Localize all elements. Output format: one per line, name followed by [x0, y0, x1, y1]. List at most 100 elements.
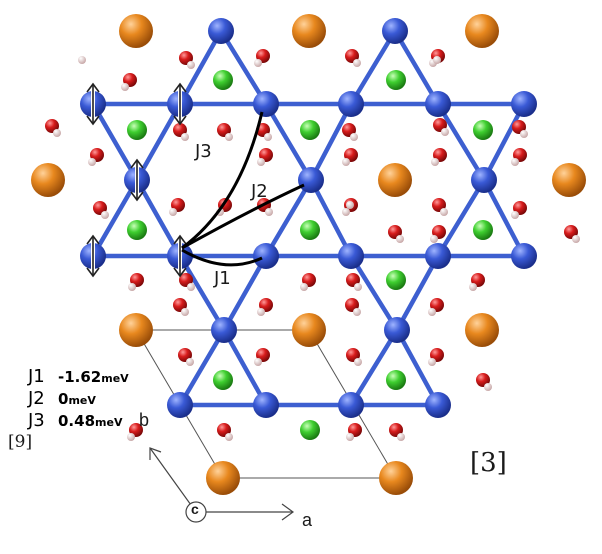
green-atom	[300, 220, 320, 240]
spin-arrow-head-up	[173, 82, 187, 93]
orange-atom	[465, 14, 499, 48]
hydrogen-atom	[128, 283, 136, 291]
water-molecule	[121, 73, 137, 91]
hydrogen-atom	[225, 133, 233, 141]
spin-arrow	[173, 234, 187, 278]
water-molecule	[257, 148, 273, 166]
water-molecule	[511, 201, 527, 219]
spin-arrow	[130, 158, 144, 202]
spin-arrow-head-up	[173, 234, 187, 245]
axis-b-arrowhead	[149, 447, 162, 460]
water-molecule	[388, 225, 404, 243]
hydrogen-atom	[511, 211, 519, 219]
water-molecule	[128, 273, 144, 291]
axis-a-arrowhead	[281, 503, 295, 521]
hydrogen-atom	[572, 235, 580, 243]
spin-arrow-head-down	[173, 115, 187, 126]
spin-arrow	[86, 82, 100, 126]
bond	[348, 28, 398, 107]
orange-atom	[31, 163, 65, 197]
blue-atom	[253, 392, 279, 418]
spin-arrow-head-up	[130, 158, 144, 169]
water-molecule	[300, 273, 316, 291]
axis-a-label: a	[302, 510, 313, 530]
water-molecule	[93, 201, 109, 219]
water-molecule	[217, 123, 233, 141]
orange-atom	[119, 313, 153, 347]
blue-atom	[253, 243, 279, 269]
orange-atom	[119, 14, 153, 48]
hydrogen-atom	[88, 158, 96, 166]
legend-j2-value: 0	[58, 390, 69, 408]
water-molecule	[433, 118, 449, 136]
hydrogen-atom	[397, 433, 405, 441]
water-molecule	[254, 348, 270, 366]
hydrogen-atom	[346, 201, 354, 209]
reference-3: [3]	[470, 448, 507, 478]
j3-exchange-path	[181, 111, 264, 250]
water-molecule	[179, 51, 195, 69]
hydrogen-atom	[181, 308, 189, 316]
exchange-paths	[181, 111, 305, 267]
hydrogen-atom	[187, 283, 195, 291]
hydrogen-atom	[346, 433, 354, 441]
legend-j1-value: -1.62	[58, 368, 102, 386]
bond	[435, 177, 487, 259]
green-atom	[127, 120, 147, 140]
hydrogen-atom	[101, 211, 109, 219]
green-atom	[213, 370, 233, 390]
hydrogen-atom	[440, 208, 448, 216]
water-molecule	[169, 198, 185, 216]
water-molecule	[428, 298, 444, 316]
bond	[134, 177, 183, 259]
orange-atom	[206, 461, 240, 495]
green-atom	[473, 220, 493, 240]
green-atom	[386, 70, 406, 90]
bond	[481, 177, 527, 259]
spin-arrow-head-down	[86, 267, 100, 278]
hydrogen-atom	[254, 358, 262, 366]
axis-b-label: b	[139, 410, 150, 430]
axis-b-arrow	[149, 447, 197, 513]
bond	[392, 28, 441, 107]
orange-atom	[552, 163, 586, 197]
legend-j2-unit: meV	[68, 394, 96, 407]
water-molecule	[389, 423, 405, 441]
blue-atom	[511, 91, 537, 117]
hydrogen-atom	[225, 433, 233, 441]
hydrogen-atom	[169, 208, 177, 216]
j1-exchange-path	[181, 248, 263, 267]
hydrogen-atom	[520, 130, 528, 138]
hydrogen-atom	[342, 208, 350, 216]
hydrogen-atom	[396, 235, 404, 243]
green-atom	[127, 220, 147, 240]
green-atom	[473, 120, 493, 140]
water-molecule	[476, 373, 492, 391]
hydrogen-atom	[511, 158, 519, 166]
green-atoms	[127, 70, 493, 440]
j3-path-label: J3	[195, 141, 212, 162]
hydrogen-atom	[127, 433, 135, 441]
hydrogen-atom	[186, 358, 194, 366]
bond	[218, 28, 269, 107]
j2-path-label: J2	[251, 181, 268, 202]
legend-j3-unit: meV	[95, 416, 123, 429]
spin-arrow-head-down	[173, 267, 187, 278]
spin-arrow-head-up	[86, 234, 100, 245]
water-molecule	[342, 148, 358, 166]
legend-row-j1: J1-1.62meV	[28, 366, 129, 387]
water-molecule	[217, 423, 233, 441]
axis-c-circle	[185, 501, 207, 523]
blue-atom	[208, 18, 234, 44]
blue-atom	[253, 91, 279, 117]
hydrogen-atom	[353, 308, 361, 316]
bond	[177, 327, 227, 408]
bond	[177, 253, 227, 333]
green-atom	[386, 270, 406, 290]
hydrogen-atom	[469, 283, 477, 291]
blue-atom	[425, 243, 451, 269]
hydrogen-atom	[353, 59, 361, 67]
hydrogen-atom	[181, 133, 189, 141]
